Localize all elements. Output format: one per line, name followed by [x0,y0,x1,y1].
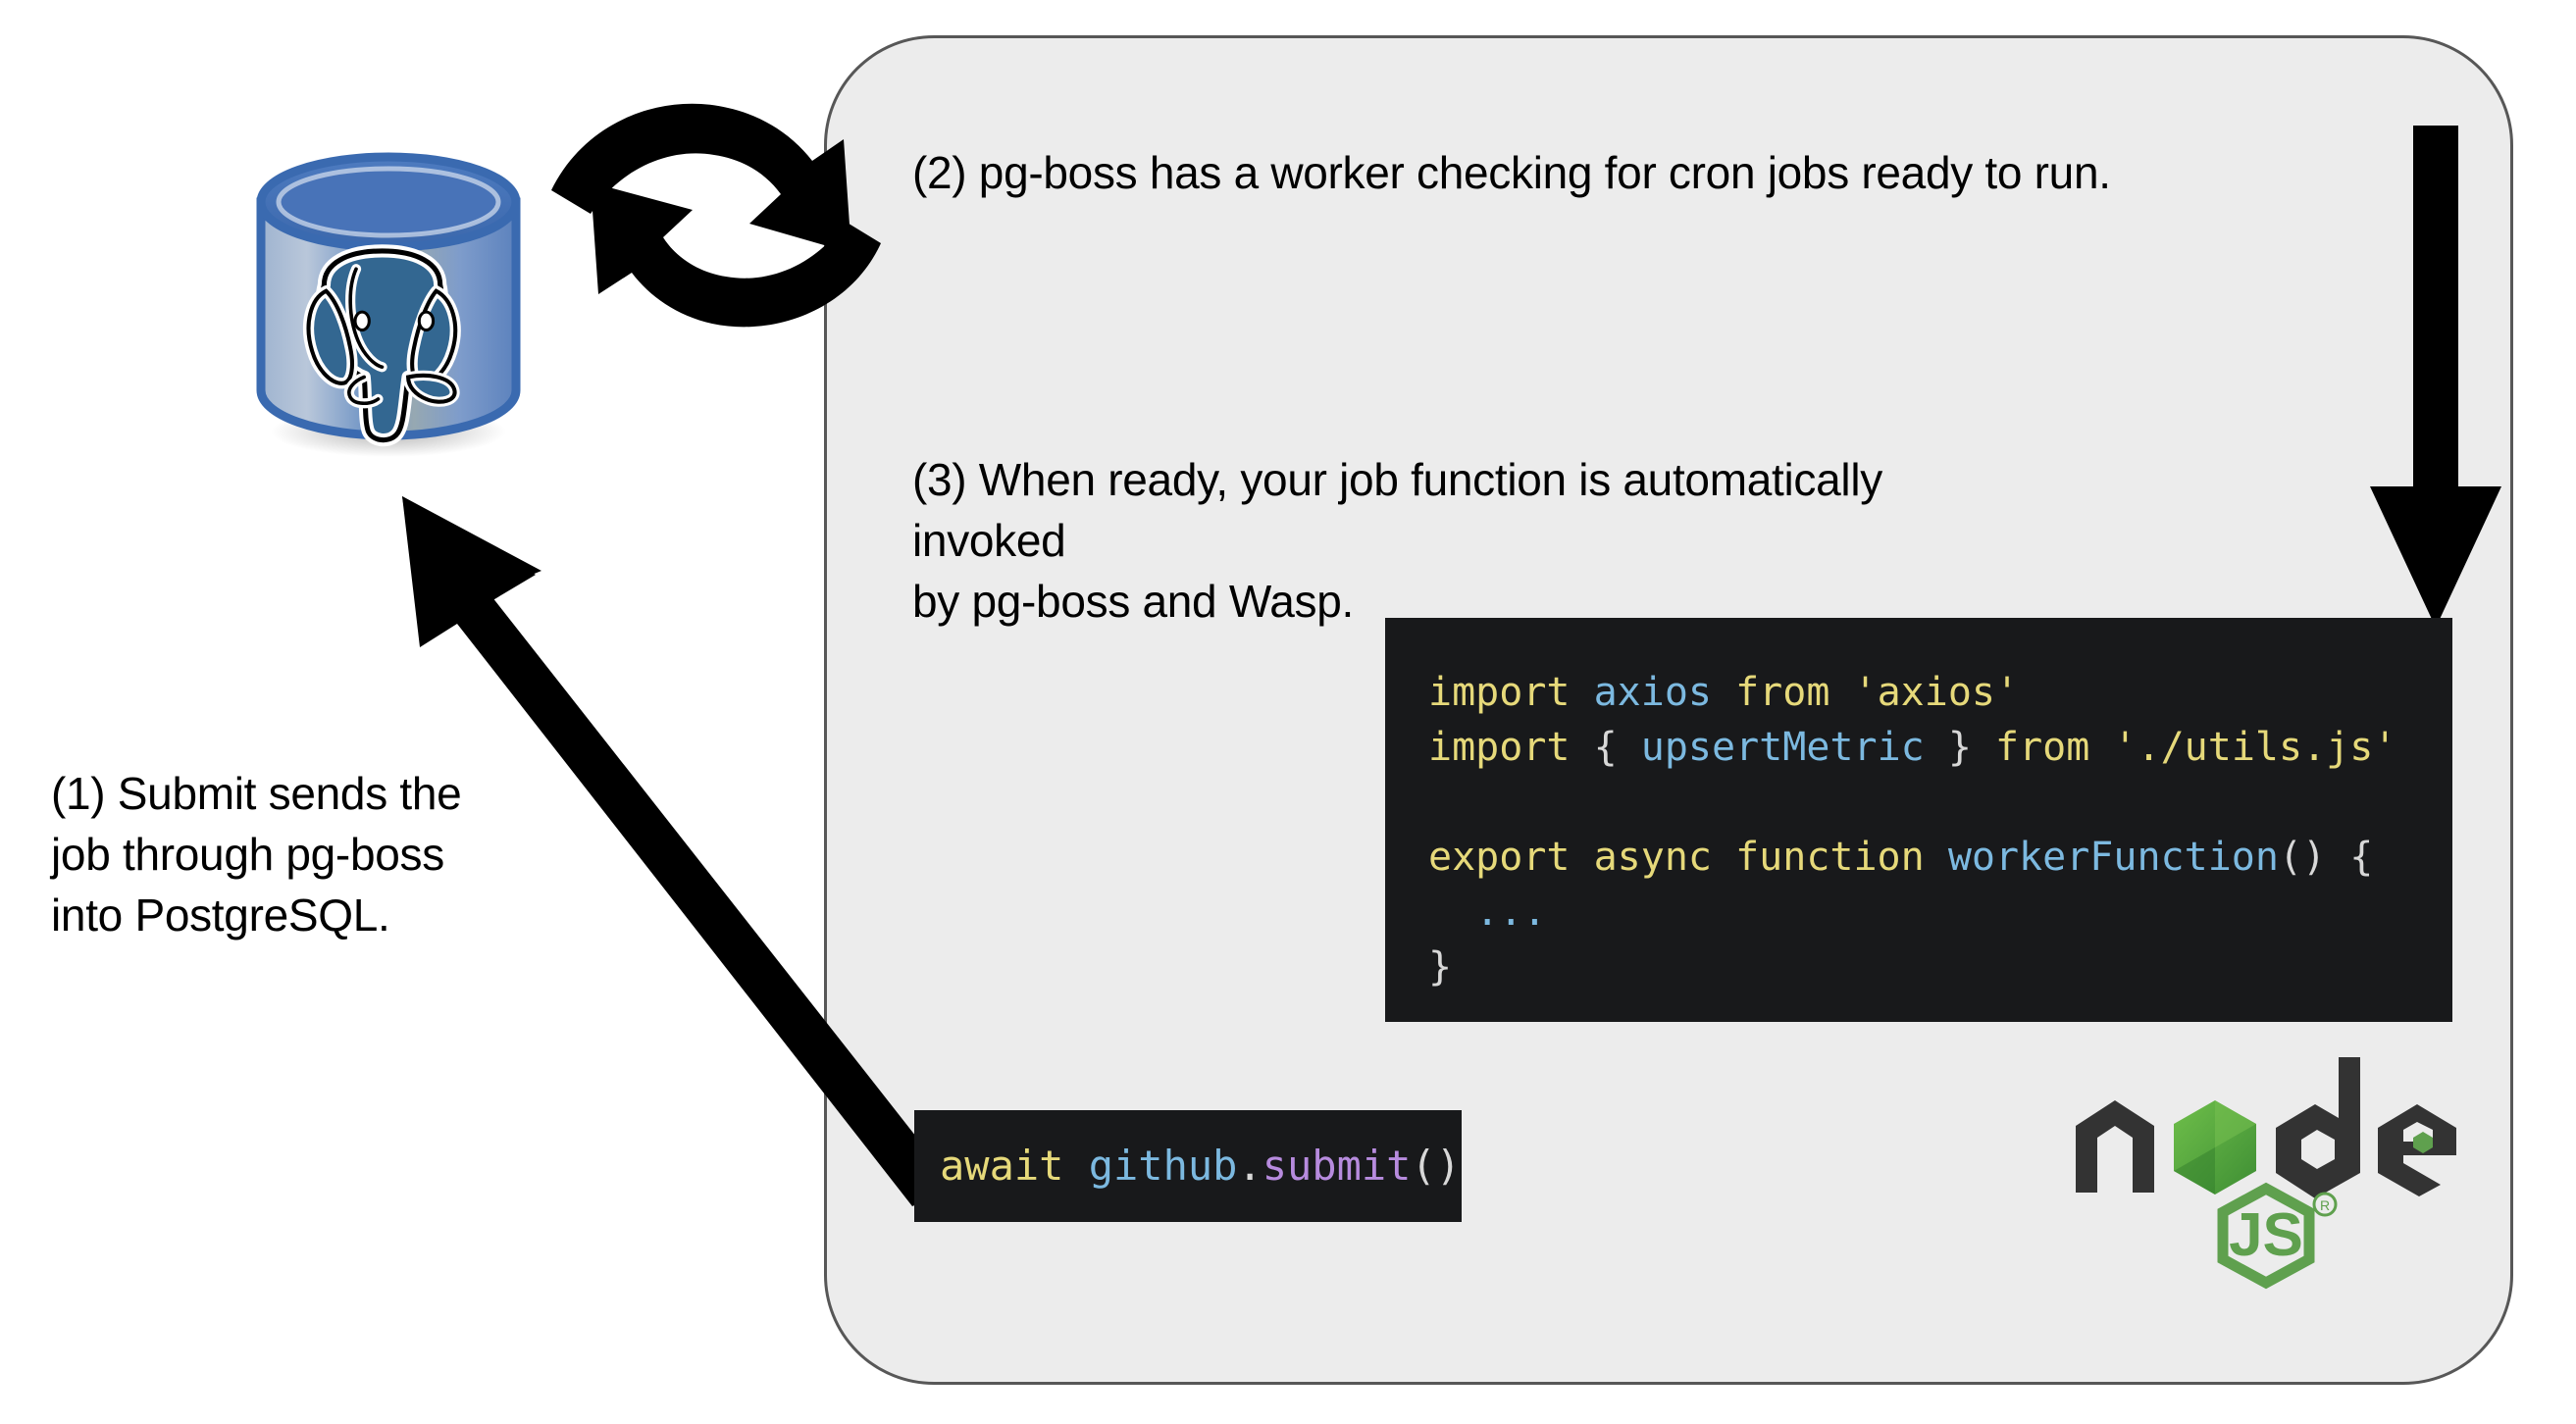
postgresql-logo [256,152,521,457]
code-block-worker-function: import axios from 'axios' import { upser… [1385,618,2452,1022]
nodejs-logo: JS R [2076,1057,2456,1290]
code-token-id: github [1088,1142,1238,1190]
svg-text:JS: JS [2229,1201,2303,1269]
code-token-id: workerFunction [1947,835,2279,880]
code-token-pun: () [1411,1142,1462,1190]
code-token-pun: { [1593,725,1641,770]
code-token-id: upsertMetric [1640,725,1925,770]
code-token-pun: } [1924,725,1972,770]
svg-text:R: R [2320,1197,2330,1213]
code-token-kw: import [1428,725,1594,770]
code-token-dots: ... [1428,890,1547,935]
code-token-kw: from [1971,725,2114,770]
annotation-step-2: (2) pg-boss has a worker checking for cr… [912,147,2111,198]
code-token-pun: } [1428,944,1453,990]
code-token-str: './utils.js' [2113,725,2397,770]
code-token-str: 'axios' [1853,670,2020,715]
code-token-id: axios [1593,670,1712,715]
code-token-kw: import [1428,670,1594,715]
sync-arrows-icon [551,103,881,328]
annotation-step-3: (3) When ready, your job function is aut… [912,454,1882,627]
code-token-kw: await [940,1142,1089,1190]
code-token-kw: from [1712,670,1854,715]
code-token-pun: . [1237,1142,1262,1190]
code-token-fn: submit [1262,1142,1412,1190]
code-block-submit-call: await github.submit() [914,1110,1462,1222]
code-token-kw: export async function [1428,835,1948,880]
submit-to-database-arrow [402,496,955,1206]
code-token-pun: () { [2278,835,2374,880]
annotation-step-1: (1) Submit sends the job through pg-boss… [51,768,462,941]
down-arrow [2370,126,2501,628]
